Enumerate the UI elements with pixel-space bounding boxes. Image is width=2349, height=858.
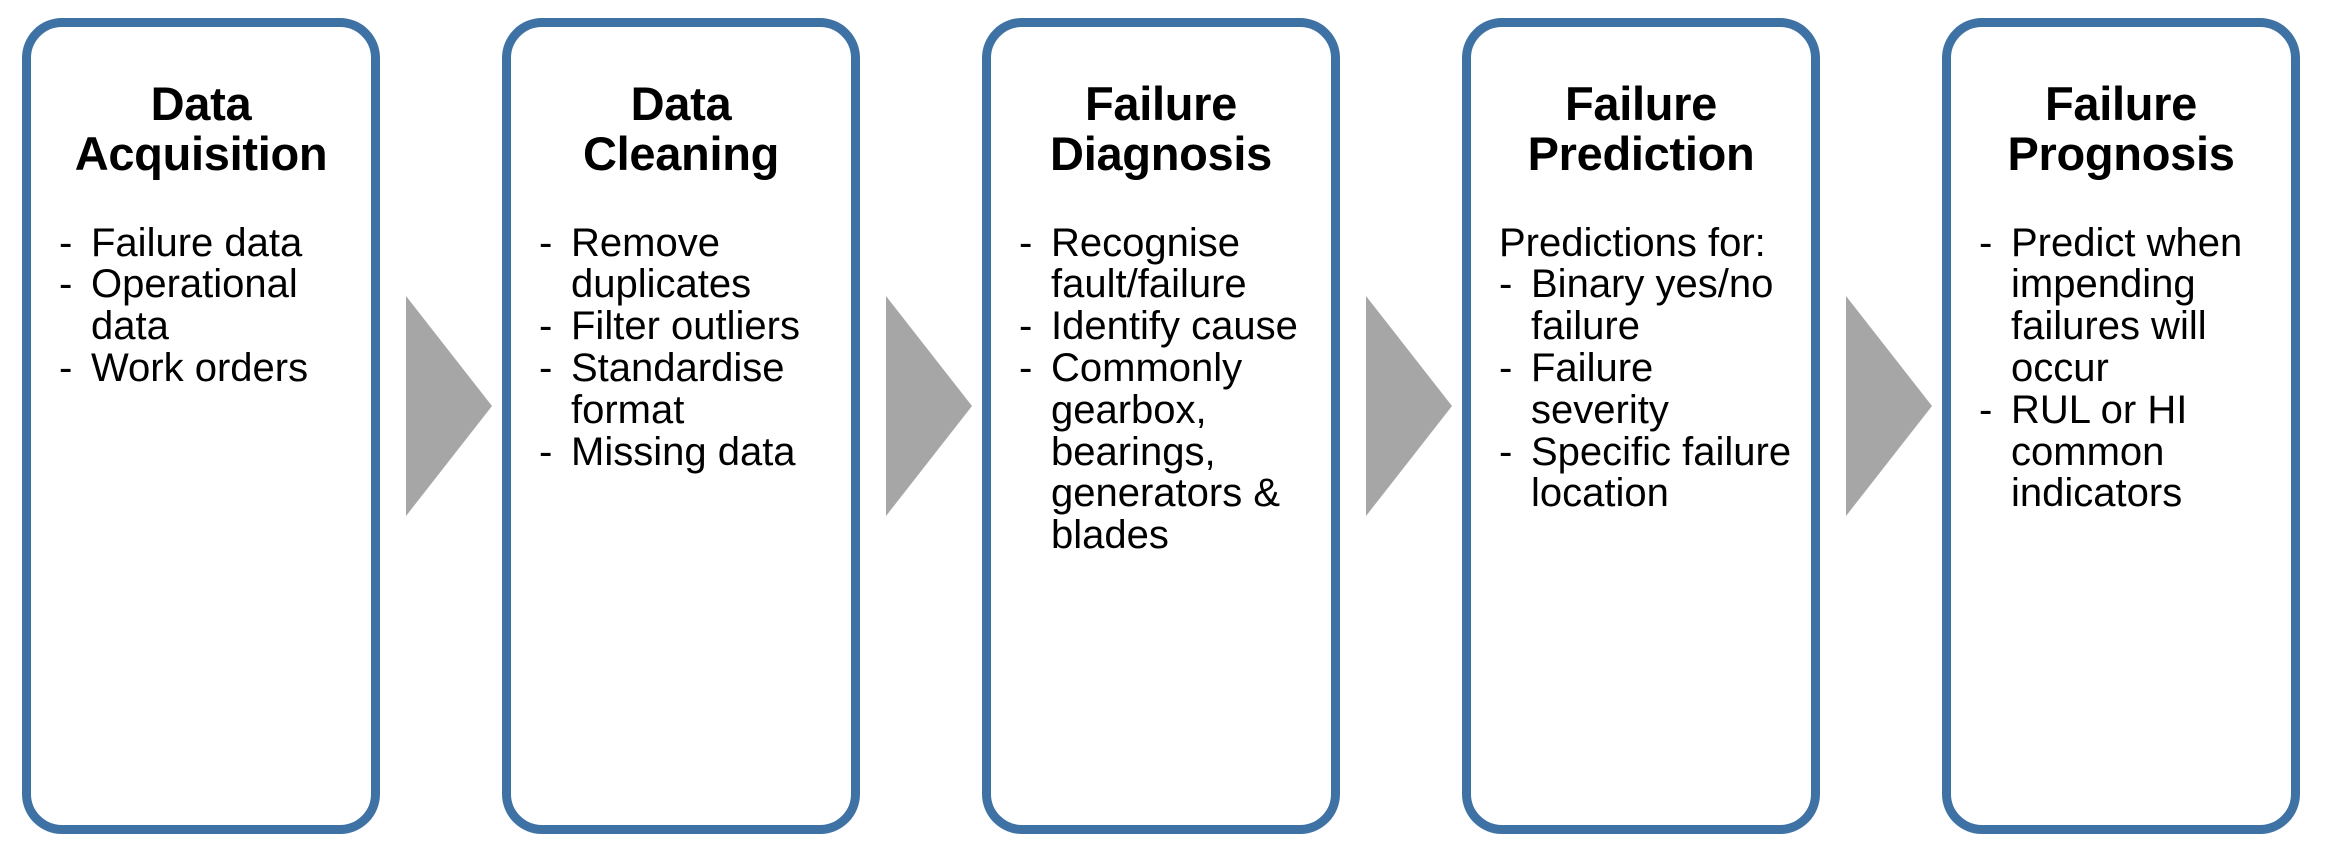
bullet-text: Filter outliers bbox=[571, 304, 800, 349]
list-item: - Standardise format bbox=[529, 346, 841, 432]
list-item: - Specific failure location bbox=[1489, 429, 1801, 516]
list-item: - Commonly gearbox, bearings, generators… bbox=[1009, 346, 1321, 558]
bullet-dash-icon: - bbox=[59, 220, 73, 265]
list-item: - Missing data bbox=[529, 429, 841, 474]
bullet-dash-icon: - bbox=[59, 262, 73, 307]
bullet-text: Commonly gearbox, bearings, generators &… bbox=[1051, 346, 1281, 558]
bullet-text: Identify cause bbox=[1051, 304, 1298, 349]
bullet-list: - Predict when impending failures will o… bbox=[1969, 220, 2281, 516]
bullet-text: Specific failure location bbox=[1531, 429, 1792, 516]
list-item: - Recognise fault/failure bbox=[1009, 220, 1321, 307]
bullet-text: Missing data bbox=[571, 429, 796, 474]
flow-arrow-4 bbox=[1820, 0, 1942, 858]
bullet-dash-icon: - bbox=[1019, 346, 1033, 391]
bullet-text: Operational data bbox=[91, 262, 298, 349]
stage-box-failure-prediction[interactable]: Failure Prediction Predictions for: - Bi… bbox=[1462, 18, 1820, 834]
right-triangle-arrow-icon bbox=[1366, 296, 1452, 516]
list-item: - Failure severity bbox=[1489, 346, 1801, 432]
right-triangle-arrow-icon bbox=[1846, 296, 1932, 516]
stage-container-data-cleaning: Data Cleaning - Remove duplicates - Filt… bbox=[502, 18, 860, 834]
right-triangle-arrow-icon bbox=[886, 296, 972, 516]
stage-body: Predictions for: - Binary yes/no failure… bbox=[1477, 220, 1805, 516]
bullet-text: Work orders bbox=[91, 346, 309, 391]
stage-container-data-acquisition: Data Acquisition - Failure data - Operat… bbox=[22, 18, 380, 834]
bullet-text: RUL or HI common indicators bbox=[2011, 387, 2188, 516]
bullet-text: Failure data bbox=[91, 220, 303, 265]
bullet-text: Recognise fault/failure bbox=[1051, 220, 1247, 307]
stage-body: - Failure data - Operational data - Work… bbox=[37, 220, 365, 391]
stage-container-failure-prediction: Failure Prediction Predictions for: - Bi… bbox=[1462, 18, 1820, 834]
bullet-dash-icon: - bbox=[539, 429, 553, 474]
bullet-dash-icon: - bbox=[1979, 387, 1993, 432]
stage-title: Data Cleaning bbox=[582, 77, 780, 180]
bullet-dash-icon: - bbox=[1499, 262, 1513, 307]
list-item: - RUL or HI common indicators bbox=[1969, 387, 2281, 516]
bullet-list: - Binary yes/no failure - Failure severi… bbox=[1489, 264, 1801, 515]
bullet-list: - Failure data - Operational data - Work… bbox=[49, 220, 361, 391]
stage-body: - Recognise fault/failure - Identify cau… bbox=[997, 220, 1325, 558]
body-intro-text: Predictions for: bbox=[1499, 220, 1766, 265]
bullet-dash-icon: - bbox=[539, 304, 553, 349]
stage-body: - Predict when impending failures will o… bbox=[1957, 220, 2285, 516]
stage-box-failure-diagnosis[interactable]: Failure Diagnosis - Recognise fault/fail… bbox=[982, 18, 1340, 834]
list-item: - Operational data bbox=[49, 264, 361, 348]
right-triangle-arrow-icon bbox=[406, 296, 492, 516]
stage-box-data-acquisition[interactable]: Data Acquisition - Failure data - Operat… bbox=[22, 18, 380, 834]
list-item: - Remove duplicates bbox=[529, 220, 841, 307]
stage-container-failure-prognosis: Failure Prognosis - Predict when impendi… bbox=[1942, 18, 2300, 834]
list-item: - Identify cause bbox=[1009, 304, 1321, 349]
bullet-list: - Remove duplicates - Filter outliers - … bbox=[529, 220, 841, 474]
bullet-list: - Recognise fault/failure - Identify cau… bbox=[1009, 220, 1321, 558]
list-item: - Binary yes/no failure bbox=[1489, 264, 1801, 348]
bullet-text: Predict when impending failures will occ… bbox=[2011, 220, 2243, 391]
stage-title: Failure Diagnosis bbox=[1050, 77, 1272, 180]
stage-title: Failure Prognosis bbox=[2007, 77, 2235, 180]
bullet-text: Remove duplicates bbox=[571, 220, 752, 307]
stage-title: Data Acquisition bbox=[74, 77, 328, 180]
stage-box-data-cleaning[interactable]: Data Cleaning - Remove duplicates - Filt… bbox=[502, 18, 860, 834]
stage-box-failure-prognosis[interactable]: Failure Prognosis - Predict when impendi… bbox=[1942, 18, 2300, 834]
bullet-text: Binary yes/no failure bbox=[1531, 262, 1774, 349]
bullet-text: Failure severity bbox=[1531, 346, 1669, 432]
bullet-dash-icon: - bbox=[1019, 304, 1033, 349]
list-item: - Failure data bbox=[49, 220, 361, 265]
list-item: - Work orders bbox=[49, 346, 361, 391]
bullet-dash-icon: - bbox=[539, 346, 553, 391]
stage-title: Failure Prediction bbox=[1527, 77, 1755, 180]
stage-body: - Remove duplicates - Filter outliers - … bbox=[517, 220, 845, 474]
bullet-dash-icon: - bbox=[59, 346, 73, 391]
bullet-dash-icon: - bbox=[539, 220, 553, 265]
bullet-dash-icon: - bbox=[1019, 220, 1033, 265]
stage-container-failure-diagnosis: Failure Diagnosis - Recognise fault/fail… bbox=[982, 18, 1340, 834]
bullet-dash-icon: - bbox=[1499, 429, 1513, 474]
list-item: - Predict when impending failures will o… bbox=[1969, 220, 2281, 391]
flow-arrow-2 bbox=[860, 0, 982, 858]
list-item: - Filter outliers bbox=[529, 304, 841, 349]
flow-arrow-1 bbox=[380, 0, 502, 858]
flow-arrow-3 bbox=[1340, 0, 1462, 858]
bullet-dash-icon: - bbox=[1499, 346, 1513, 391]
bullet-text: Standardise format bbox=[571, 346, 785, 432]
bullet-dash-icon: - bbox=[1979, 220, 1993, 265]
